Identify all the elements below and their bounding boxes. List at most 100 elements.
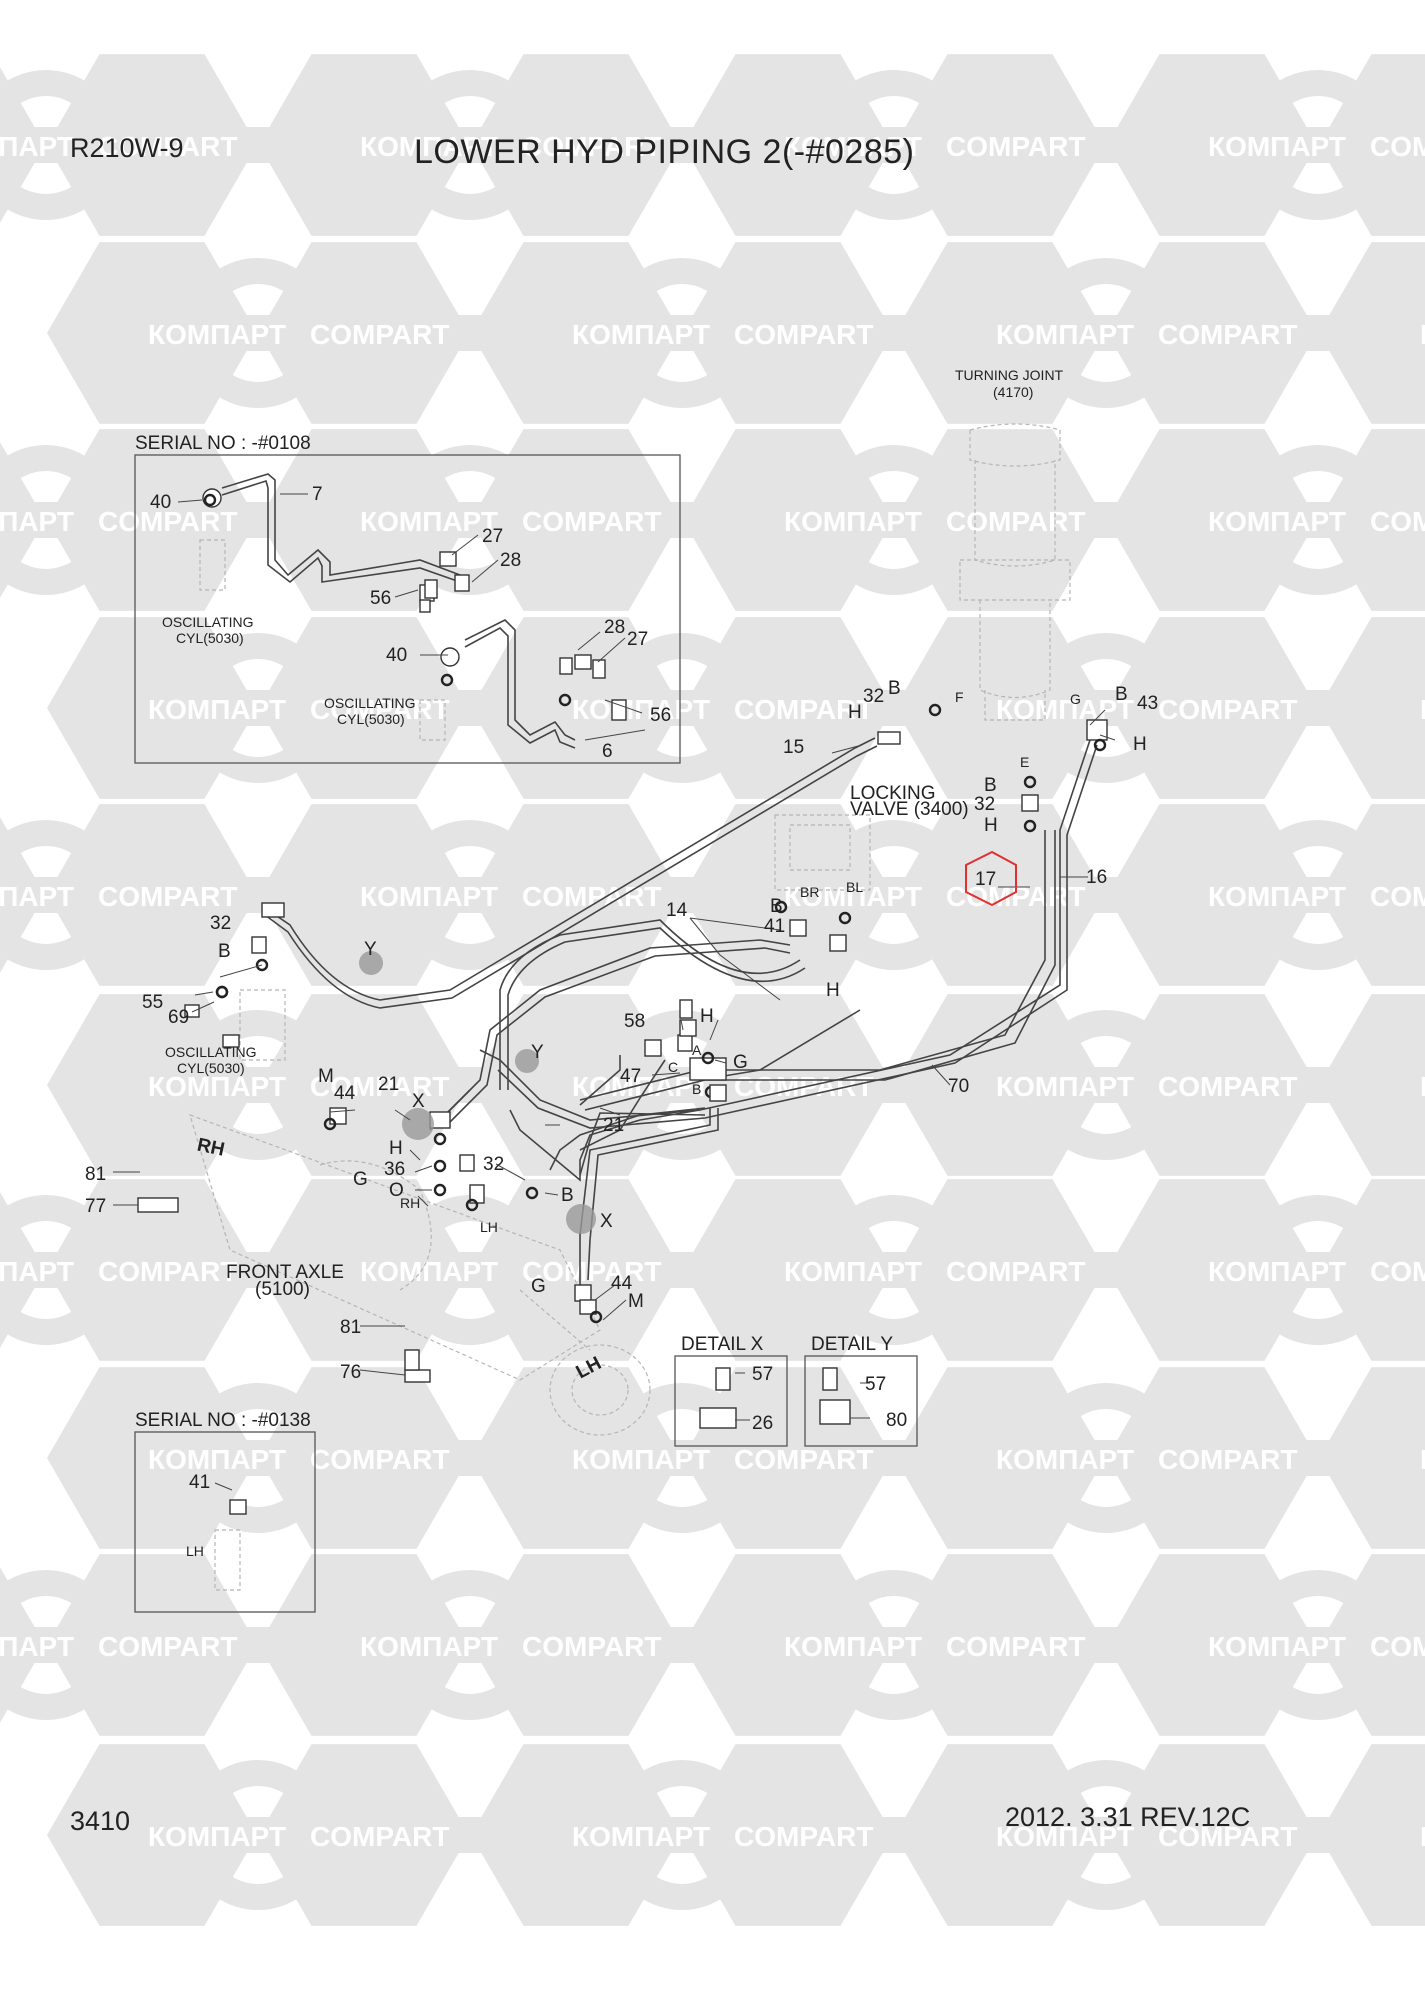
front-axle-label: FRONT AXLE — [226, 1262, 344, 1283]
port-h-f[interactable]: H — [389, 1138, 403, 1159]
turning-joint-outline — [959, 423, 1071, 721]
part-40b[interactable]: 40 — [386, 645, 407, 666]
detail-y-inset — [804, 1355, 918, 1447]
port-h-d[interactable]: H — [826, 980, 840, 1001]
part-57a[interactable]: 57 — [752, 1364, 773, 1385]
locking-valve-label: LOCKING — [850, 783, 936, 804]
lh-inset-port: LH — [186, 1543, 204, 1559]
lh-marker: LH — [573, 1353, 605, 1383]
part-28a[interactable]: 28 — [500, 550, 521, 571]
port-m-a[interactable]: M — [318, 1066, 334, 1087]
locking-valve-ref: VALVE (3400) — [850, 799, 969, 820]
detail-x-marker-a[interactable]: X — [412, 1091, 425, 1112]
turning-joint-ref: (4170) — [993, 384, 1033, 400]
part-14[interactable]: 14 — [666, 900, 688, 921]
port-o[interactable]: O — [389, 1180, 404, 1201]
detail-markers — [359, 951, 596, 1234]
part-16[interactable]: 16 — [1086, 867, 1107, 888]
part-41a[interactable]: 41 — [764, 916, 785, 937]
highlight-hexagon — [965, 850, 1017, 907]
port-a-valve: A — [692, 1042, 702, 1058]
part-81b[interactable]: 81 — [340, 1317, 361, 1338]
serial-0138-inset — [134, 1431, 316, 1613]
fittings — [137, 493, 1108, 1515]
port-h-a[interactable]: H — [848, 702, 862, 723]
rh-port: RH — [400, 1195, 420, 1211]
port-f: F — [955, 689, 964, 705]
port-g-b[interactable]: G — [353, 1169, 368, 1190]
port-g-tj: G — [1070, 691, 1081, 707]
part-17[interactable]: 17 — [975, 869, 996, 890]
revision-date: 2012. 3.31 REV.12C — [1005, 1802, 1251, 1832]
part-56a[interactable]: 56 — [370, 588, 391, 609]
part-26[interactable]: 26 — [752, 1413, 773, 1434]
part-70[interactable]: 70 — [948, 1076, 969, 1097]
rh-marker: RH — [195, 1135, 226, 1161]
part-76[interactable]: 76 — [340, 1362, 361, 1383]
leader-lines — [113, 493, 1116, 1491]
page-title: LOWER HYD PIPING 2(-#0285) — [414, 133, 915, 171]
port-c-valve: C — [668, 1059, 678, 1075]
serial-0108-label: SERIAL NO : -#0108 — [135, 433, 311, 454]
part-40a[interactable]: 40 — [150, 492, 171, 513]
part-80[interactable]: 80 — [886, 1410, 907, 1431]
part-7[interactable]: 7 — [312, 484, 323, 505]
detail-x-marker-b[interactable]: X — [600, 1211, 613, 1232]
part-32b[interactable]: 32 — [974, 794, 995, 815]
part-28b[interactable]: 28 — [604, 617, 625, 638]
page-number: 3410 — [70, 1806, 131, 1836]
port-br: BR — [800, 884, 819, 900]
port-b-a[interactable]: B — [888, 678, 901, 699]
detail-y-marker-a[interactable]: Y — [364, 939, 377, 960]
port-h-e[interactable]: H — [700, 1006, 714, 1027]
part-6[interactable]: 6 — [602, 741, 613, 762]
port-e: E — [1020, 754, 1029, 770]
osc-cyl-b-ref: CYL(5030) — [337, 711, 405, 727]
part-81a[interactable]: 81 — [85, 1164, 106, 1185]
part-32d[interactable]: 32 — [483, 1154, 504, 1175]
serial-0138-label: SERIAL NO : -#0138 — [135, 1410, 311, 1431]
port-b-b[interactable]: B — [1115, 684, 1128, 705]
port-h-c[interactable]: H — [984, 815, 998, 836]
port-b-e[interactable]: B — [218, 941, 231, 962]
part-32a[interactable]: 32 — [863, 686, 884, 707]
osc-cyl-a-label: OSCILLATING — [162, 614, 254, 630]
detail-y-label: DETAIL Y — [811, 1334, 893, 1355]
part-21b[interactable]: 21 — [603, 1115, 624, 1136]
part-15[interactable]: 15 — [783, 737, 804, 758]
part-21a[interactable]: 21 — [378, 1074, 399, 1095]
locking-valve-outline — [774, 814, 871, 891]
port-m-b[interactable]: M — [628, 1291, 644, 1312]
port-g-a[interactable]: G — [733, 1052, 748, 1073]
port-b-valve: B — [692, 1081, 701, 1097]
part-27b[interactable]: 27 — [627, 629, 648, 650]
port-h-b[interactable]: H — [1133, 734, 1147, 755]
part-47[interactable]: 47 — [620, 1066, 641, 1087]
part-57b[interactable]: 57 — [865, 1374, 886, 1395]
serial-0108-inset — [134, 454, 681, 764]
part-44a[interactable]: 44 — [334, 1083, 356, 1104]
part-41b[interactable]: 41 — [189, 1472, 210, 1493]
port-b-d[interactable]: B — [770, 896, 783, 917]
part-44b[interactable]: 44 — [611, 1273, 633, 1294]
part-27a[interactable]: 27 — [482, 526, 503, 547]
port-g-c[interactable]: G — [531, 1276, 546, 1297]
port-b-c[interactable]: B — [984, 775, 997, 796]
oscillating-cylinder-outlines — [199, 539, 446, 1591]
main-piping — [264, 737, 1098, 1290]
osc-cyl-c-label: OSCILLATING — [165, 1044, 257, 1060]
part-77[interactable]: 77 — [85, 1196, 106, 1217]
turning-joint-label: TURNING JOINT — [955, 367, 1064, 383]
port-b-f[interactable]: B — [561, 1185, 574, 1206]
detail-y-marker-b[interactable]: Y — [531, 1042, 544, 1063]
part-56b[interactable]: 56 — [650, 705, 671, 726]
part-43[interactable]: 43 — [1137, 693, 1158, 714]
part-36[interactable]: 36 — [384, 1159, 405, 1180]
detail-x-label: DETAIL X — [681, 1334, 764, 1355]
part-32c[interactable]: 32 — [210, 913, 231, 934]
front-axle-ref: (5100) — [255, 1279, 310, 1300]
part-58[interactable]: 58 — [624, 1011, 645, 1032]
part-55[interactable]: 55 — [142, 992, 163, 1013]
part-69[interactable]: 69 — [168, 1007, 189, 1028]
